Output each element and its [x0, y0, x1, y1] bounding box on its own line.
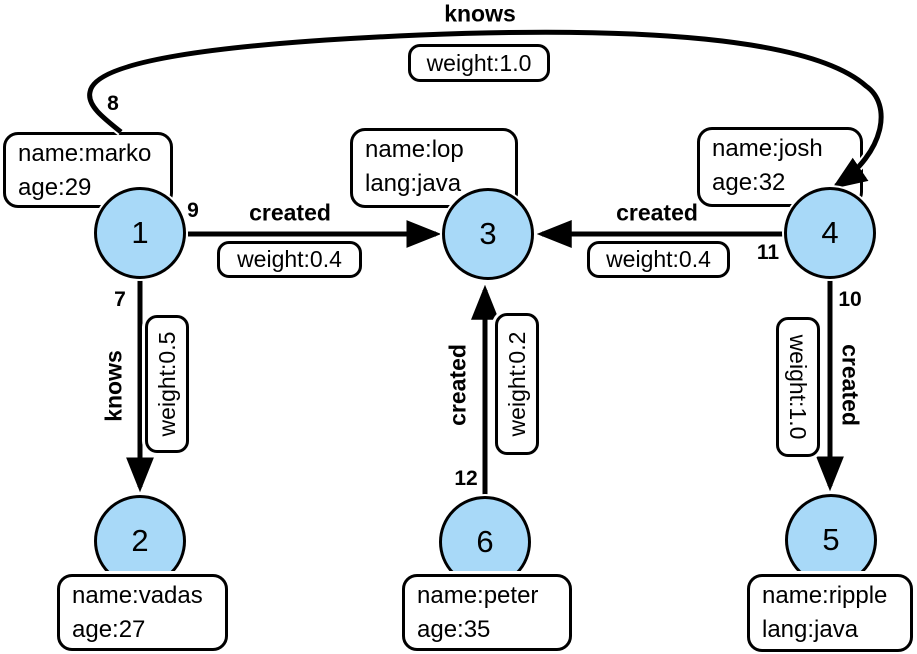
- edge-7-weight: weight:0.5: [153, 331, 180, 437]
- vertex-3-prop-name: name:lop: [365, 136, 464, 163]
- vertex-6-id: 6: [476, 524, 494, 559]
- edge-10-id: 10: [838, 288, 862, 311]
- edge-9-label: created: [249, 199, 331, 226]
- edge-12-id: 12: [454, 467, 478, 490]
- edge-9-weight: weight:0.4: [237, 246, 342, 272]
- vertex-2-prop-age: age:27: [72, 616, 146, 643]
- edge-9-id: 9: [187, 199, 199, 222]
- vertex-1-prop-name: name:marko: [18, 140, 152, 167]
- vertex-4-id: 4: [821, 215, 839, 250]
- edge-12-label: created: [444, 344, 471, 426]
- vertex-6-properties: name:peter age:35: [402, 574, 572, 651]
- edge-7-weight-box: weight:0.5: [145, 315, 189, 453]
- edge-11-weight-box: weight:0.4: [587, 241, 730, 278]
- vertex-4-prop-name: name:josh: [712, 135, 823, 162]
- edge-10-weight: weight:1.0: [785, 334, 812, 440]
- vertex-6: 6: [439, 496, 531, 588]
- vertex-3: 3: [442, 188, 534, 280]
- vertex-5-properties: name:ripple lang:java: [747, 574, 913, 652]
- vertex-2-id: 2: [131, 523, 149, 558]
- vertex-2: 2: [94, 495, 186, 587]
- edge-11-id: 11: [756, 241, 780, 264]
- edge-8-id: 8: [107, 92, 119, 115]
- edge-8-label: knows: [444, 0, 516, 27]
- vertex-5-prop-lang: lang:java: [762, 616, 859, 643]
- edge-7-id: 7: [114, 288, 126, 311]
- edge-10-weight-box: weight:1.0: [776, 317, 820, 457]
- edge-12-weight-box: weight:0.2: [495, 313, 539, 455]
- vertex-5-id: 5: [822, 522, 840, 557]
- vertex-5: 5: [785, 494, 877, 586]
- vertex-5-prop-name: name:ripple: [762, 582, 888, 609]
- edge-9-weight-box: weight:0.4: [217, 241, 362, 278]
- vertex-1: 1: [94, 187, 186, 279]
- vertex-3-id: 3: [479, 216, 497, 251]
- vertex-6-prop-name: name:peter: [417, 582, 539, 609]
- edge-12-weight: weight:0.2: [503, 331, 530, 437]
- vertex-2-properties: name:vadas age:27: [57, 574, 228, 651]
- vertex-4: 4: [784, 187, 876, 279]
- edge-8-weight: weight:1.0: [426, 49, 532, 76]
- vertex-6-prop-age: age:35: [417, 616, 491, 643]
- edge-11-label: created: [616, 199, 698, 226]
- edge-10-label: created: [837, 344, 864, 426]
- vertex-2-prop-name: name:vadas: [72, 582, 203, 609]
- edge-8-weight-box: weight:1.0: [408, 44, 550, 82]
- edge-7-label: knows: [100, 350, 127, 422]
- edge-11-weight: weight:0.4: [606, 246, 711, 272]
- vertex-1-id: 1: [131, 215, 149, 250]
- vertex-1-prop-age: age:29: [18, 174, 92, 201]
